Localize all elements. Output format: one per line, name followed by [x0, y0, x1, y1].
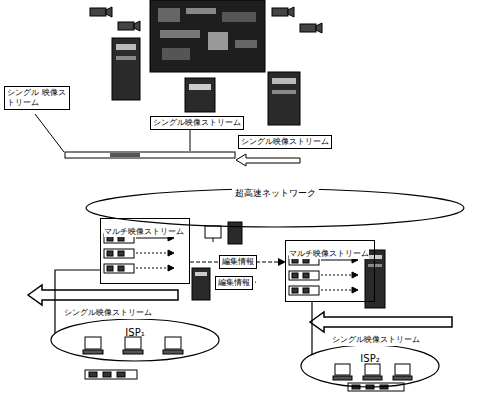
stream-label: シングル映像ストリーム [238, 135, 332, 149]
node-label: ISP₁ [122, 327, 147, 338]
stream-box: マルチ映像ストリーム [100, 218, 190, 284]
text-row: 超高速ネットワーク [85, 181, 465, 200]
connector [55, 270, 100, 334]
text-row: ISP₂ [300, 347, 440, 366]
stream-label: シングル 映像ストリーム [4, 86, 70, 110]
node-label: 超高速ネットワーク [232, 188, 319, 198]
label-holder: シングル 映像ストリーム [4, 86, 70, 110]
isp-ellipse: ISP₁ [50, 318, 220, 362]
label-holder: 編集情報 [215, 276, 253, 290]
stream-box: マルチ映像ストリーム [285, 240, 375, 302]
edge-label: 編集情報 [219, 255, 257, 269]
edge-label-holder: 編集情報 [219, 255, 257, 269]
stream-label: シングル映像ストリーム [330, 334, 422, 346]
node-label: ISP₂ [357, 353, 382, 364]
ellipse-outline [50, 318, 220, 362]
label-holder: シングル映像ストリーム [330, 334, 422, 346]
text-row: ISP₁ [50, 321, 220, 340]
connector [311, 302, 312, 355]
node-label: マルチ映像ストリーム [289, 249, 369, 259]
network-ellipse: 超高速ネットワーク [85, 188, 465, 228]
stream-label: シングル映像ストリーム [62, 307, 154, 319]
node-label: マルチ映像ストリーム [104, 227, 184, 237]
ellipse-outline [300, 344, 440, 388]
label-holder: シングル映像ストリーム [62, 307, 154, 319]
label-holder: シングル映像ストリーム [150, 116, 244, 130]
stream-label: 編集情報 [215, 276, 253, 290]
isp-ellipse: ISP₂ [300, 344, 440, 388]
label-holder: シングル映像ストリーム [238, 135, 332, 149]
stream-label: シングル映像ストリーム [150, 116, 244, 130]
